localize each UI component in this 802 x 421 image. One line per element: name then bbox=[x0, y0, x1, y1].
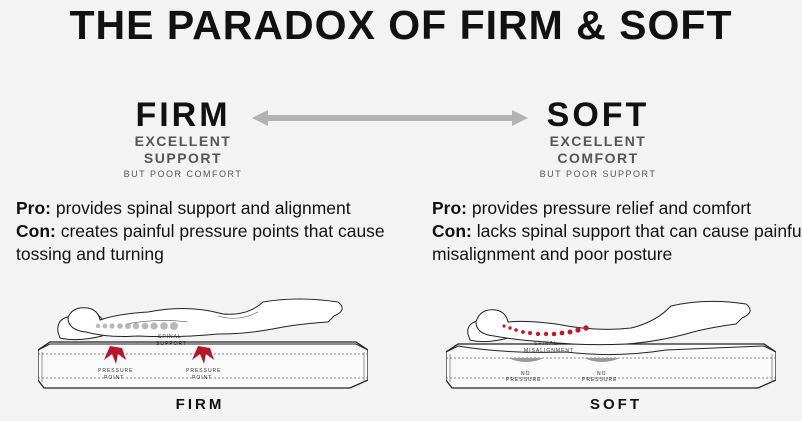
soft-header: SOFT EXCELLENT COMFORT BUT POOR SUPPORT bbox=[488, 97, 708, 179]
firm-pro-text: provides spinal support and alignment bbox=[51, 198, 351, 218]
firm-subheading-line2: SUPPORT bbox=[143, 150, 223, 166]
soft-pressure-label-1a: NO bbox=[521, 371, 531, 377]
soft-pro: Pro: provides pressure relief and comfor… bbox=[432, 197, 802, 220]
firm-pressure-label-1a: PRESSURE bbox=[98, 368, 134, 374]
soft-caption: BUT POOR SUPPORT bbox=[539, 169, 657, 179]
firm-mattress-illustration: SPINAL SUPPORT PRESSURE POINT PRESSURE P… bbox=[38, 298, 368, 389]
soft-pro-label: Pro: bbox=[432, 198, 467, 218]
firm-con: Con: creates painful pressure points tha… bbox=[16, 220, 406, 266]
soft-subheading-line1: EXCELLENT bbox=[549, 133, 647, 149]
firm-con-label: Con: bbox=[16, 221, 56, 241]
soft-pro-con: Pro: provides pressure relief and comfor… bbox=[432, 197, 802, 266]
soft-pro-text: provides pressure relief and comfort bbox=[467, 198, 752, 218]
double-arrow-icon bbox=[252, 110, 528, 126]
firm-heading: FIRM bbox=[135, 96, 231, 134]
firm-con-text: creates painful pressure points that cau… bbox=[16, 221, 385, 264]
soft-bottom-label: SOFT bbox=[590, 396, 642, 413]
firm-header: FIRM EXCELLENT SUPPORT BUT POOR COMFORT bbox=[73, 97, 293, 179]
soft-mattress-illustration: SPINAL MISALIGNMENT NO PRESSURE NO PRESS… bbox=[446, 300, 776, 389]
soft-subheading-line2: COMFORT bbox=[557, 150, 639, 166]
firm-pro-label: Pro: bbox=[16, 198, 51, 218]
firm-pressure-label-1b: PRESSURE bbox=[186, 368, 222, 374]
firm-pro-con: Pro: provides spinal support and alignme… bbox=[16, 197, 406, 266]
firm-pressure-label-2a: POINT bbox=[104, 375, 124, 381]
soft-pressure-label-2a: PRESSURE bbox=[506, 377, 542, 383]
soft-spinal-label-2: MISALIGNMENT bbox=[524, 348, 574, 354]
soft-pressure-label-2b: PRESSURE bbox=[582, 377, 618, 383]
firm-spinal-label-2: SUPPORT bbox=[156, 341, 187, 347]
soft-heading: SOFT bbox=[546, 96, 650, 134]
firm-pressure-label-2b: POINT bbox=[192, 375, 212, 381]
firm-pro: Pro: provides spinal support and alignme… bbox=[16, 197, 406, 220]
soft-con-label: Con: bbox=[432, 221, 472, 241]
firm-subheading-line1: EXCELLENT bbox=[134, 133, 232, 149]
soft-con: Con: lacks spinal support that can cause… bbox=[432, 220, 802, 266]
page-title: THE PARADOX OF FIRM & SOFT bbox=[69, 2, 733, 48]
firm-bottom-label: FIRM bbox=[175, 396, 225, 413]
firm-spinal-label-1: SPINAL bbox=[158, 334, 182, 340]
soft-spinal-label-1: SPINAL bbox=[534, 341, 558, 347]
soft-pressure-label-1b: NO bbox=[597, 371, 607, 377]
soft-con-text: lacks spinal support that can cause pain… bbox=[432, 221, 802, 264]
firm-caption: BUT POOR COMFORT bbox=[123, 169, 243, 179]
